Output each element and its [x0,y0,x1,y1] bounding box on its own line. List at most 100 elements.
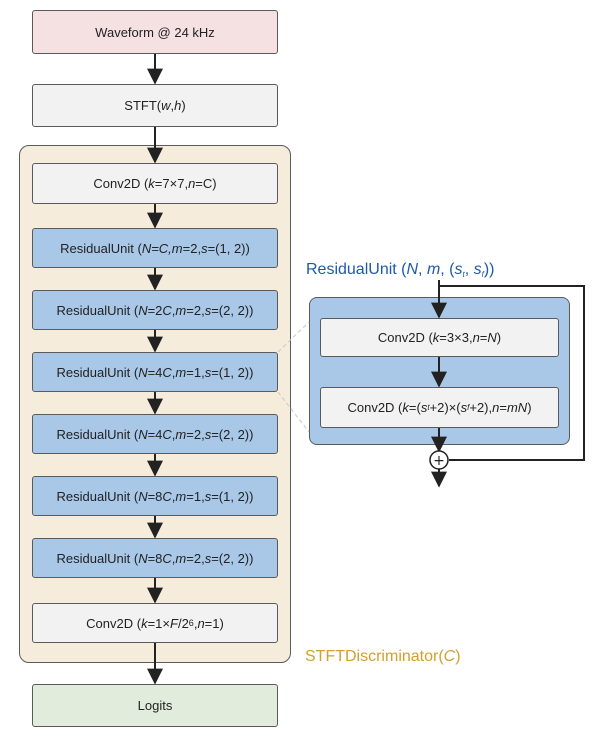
conv-out-exp: 6 [188,618,194,628]
waveform-input-box: Waveform @ 24 kHz [32,10,278,54]
ruc2-m: m [506,400,518,415]
ru1-nval: =C, [151,240,172,256]
ruc2-s1: s [420,400,428,415]
ruc2-N: N [517,400,528,415]
ru6-c: C [162,550,172,566]
conv-in-pre: Conv2D ( [93,176,149,191]
ru-title-sep3: , [464,261,474,278]
ru-title-t: t [462,270,465,279]
ru4-mval: =2, [186,426,205,442]
ru3-sval: =(1, 2)) [211,364,254,380]
stft-discriminator-container [19,145,291,663]
ru2-s: s [204,302,212,318]
ru1-N: N [141,240,152,256]
ru5-sval: =(1, 2)) [211,488,254,504]
plus-icon: + [433,453,445,469]
ru3-mval: =1, [186,364,205,380]
ru5-nval: =8 [147,488,163,504]
ru4-m: m [175,426,187,442]
conv-out-div: /2 [177,615,189,631]
conv-out-k: k [141,615,148,631]
ru6-mval: =2, [186,550,205,566]
ru1-mval: =2, [182,240,202,256]
ru-conv2d-3x3-box: Conv2D (k=3×3, n=N) [320,318,559,357]
conv2d-input-box: Conv2D (k=7×7, n=C) [32,163,278,204]
ru4-sval: =(2, 2)) [211,426,254,442]
ruc2-n: n [492,400,500,415]
ruc2-close: ) [527,400,532,415]
ru5-N: N [138,488,148,504]
ru-title-sep2: , ( [440,261,455,278]
ru6-mpre: , [171,550,176,566]
ruc1-close: ) [496,330,502,345]
ru2-pre: ResidualUnit ( [56,302,139,318]
ruc1-N: N [487,330,497,345]
ru4-nval: =4 [147,426,163,442]
ru-title-f: f [481,270,484,279]
ru3-nval: =4 [147,364,163,380]
conv-out-npre: , [193,615,198,631]
stft-title-close: ) [455,648,461,665]
stft-name: STFT( [124,98,162,113]
sum-node-circle [429,450,449,470]
ruc2-pre: Conv2D ( [347,400,403,415]
conv-out-nval: =1) [204,615,224,631]
ruc2-nval: = [499,400,507,415]
ru2-N: N [138,302,148,318]
ru4-c: C [162,426,172,442]
stft-sep: , [170,98,175,113]
residual-unit-title: ResidualUnit (N, m, (st, sf)) [306,261,495,279]
ru2-mpre: , [171,302,176,318]
ruc2-mid2: +2), [469,400,493,415]
stft-close: ) [181,98,186,113]
ru-title-close: )) [483,261,495,278]
conv-in-k: k [148,176,155,191]
ruc2-k: k [402,400,409,415]
ru4-s: s [204,426,212,442]
conv-in-n: n [188,176,196,191]
waveform-label: Waveform @ 24 kHz [95,24,215,40]
ru-title-name: ResidualUnit ( [306,261,407,278]
ru-title-m: m [426,261,441,278]
stft-h: h [174,98,182,113]
conv-out-kval: =1× [147,615,170,631]
stft-title-C: C [443,648,456,665]
ru2-m: m [175,302,187,318]
stft-box: STFT(w, h) [32,84,278,127]
ru6-sval: =(2, 2)) [211,550,254,566]
ruc1-n: n [472,330,480,345]
ru1-s: s [201,240,208,256]
ru2-nval: =2 [147,302,163,318]
ru3-pre: ResidualUnit ( [56,364,139,380]
ru-title-s2: s [473,261,482,278]
ru2-c: C [162,302,172,318]
ru-title-sep1: , [418,261,427,278]
ruc1-k: k [432,330,440,345]
ru1-sval: =(1, 2)) [207,240,250,256]
conv-out-pre: Conv2D ( [86,615,142,631]
ru3-N: N [138,364,148,380]
ru6-N: N [138,550,148,566]
stft-title-name: STFTDiscriminator( [305,648,444,665]
ru5-s: s [204,488,212,504]
ru-title-N: N [406,261,419,278]
ru4-pre: ResidualUnit ( [56,426,139,442]
ruc1-nval: = [479,330,488,345]
ru5-c: C [162,488,172,504]
ru1-m: m [171,240,183,256]
ru5-pre: ResidualUnit ( [56,488,139,504]
ru2-sval: =(2, 2)) [211,302,254,318]
logits-label: Logits [137,698,173,713]
ru3-m: m [175,364,187,380]
ru-title-s1: s [454,261,463,278]
ru6-nval: =8 [147,550,163,566]
ru3-s: s [204,364,212,380]
ru5-mval: =1, [186,488,205,504]
ru6-m: m [175,550,187,566]
residual-unit-1: ResidualUnit (N=C, m=2, s=(1, 2)) [32,228,278,268]
